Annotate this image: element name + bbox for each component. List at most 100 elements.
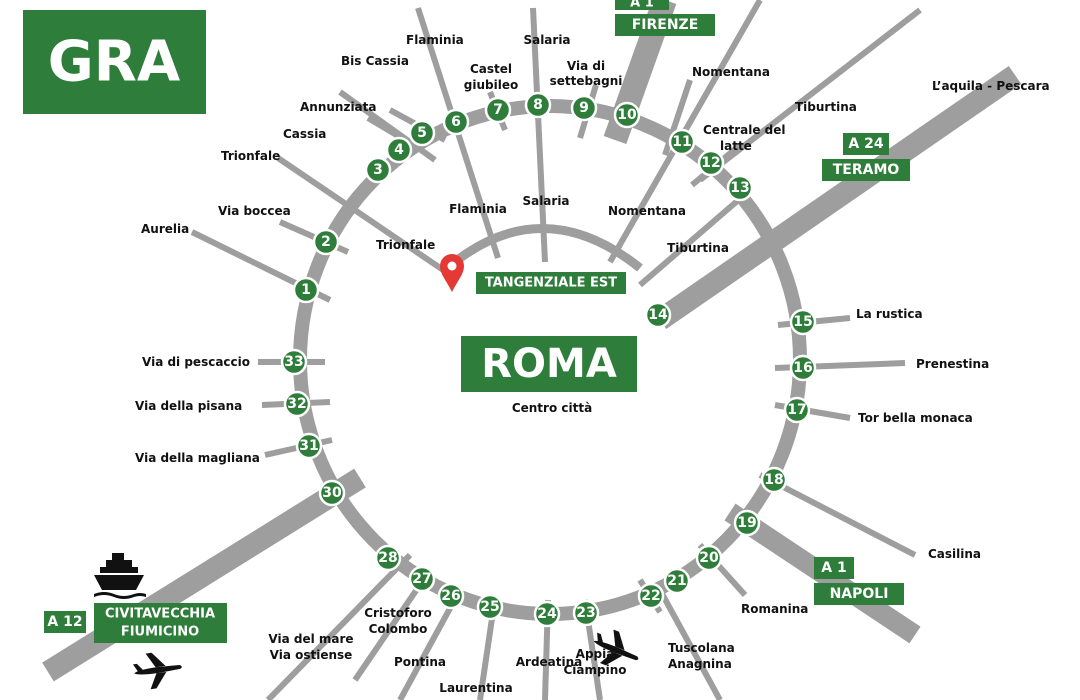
label-cassia: Cassia [283,127,326,141]
exit-num-5: 5 [417,125,427,141]
motorway-a24 [653,65,1022,330]
exit-12[interactable]: 12 [697,149,725,177]
exit-num-30: 30 [322,485,342,501]
exit-28[interactable]: 28 [374,544,402,572]
exit-30[interactable]: 30 [318,479,346,507]
exit-26[interactable]: 26 [437,582,465,610]
label-bis-cassia: Bis Cassia [341,54,409,68]
exit-24[interactable]: 24 [533,600,561,628]
label-casilina: Casilina [928,547,981,561]
spoke-trionfale [276,155,457,281]
label-ardeatina: Ardeatina [516,655,583,669]
inner-label-salaria: Salaria [522,194,569,208]
spoke-salaria [530,7,548,263]
exit-31[interactable]: 31 [295,432,323,460]
exit-num-7: 7 [493,102,503,118]
exit-21[interactable]: 21 [663,567,691,595]
label-la-rustica: La rustica [856,307,923,321]
exit-7[interactable]: 7 [484,96,512,124]
label-trionfale: Trionfale [221,149,280,163]
sign-a12-dest-line2: FIUMICINO [121,625,199,640]
exit-num-4: 4 [394,142,404,158]
label-prenestina: Prenestina [916,357,989,371]
exit-23[interactable]: 23 [572,599,600,627]
label-tor-bella-monaca: Tor bella monaca [858,411,973,425]
sign-a12-code: A 12 [47,614,82,630]
label-romanina: Romanina [741,602,808,616]
exit-16[interactable]: 16 [789,354,817,382]
sign-a24-code: A 24 [848,136,883,152]
exit-32[interactable]: 32 [283,390,311,418]
exit-15[interactable]: 15 [789,308,817,336]
sign-a1-firenze: A 1 FIRENZE [615,0,715,36]
exit-num-20: 20 [699,550,719,566]
tangenziale-box [476,272,626,294]
exit-10[interactable]: 10 [613,101,641,129]
label-magliana: Via della magliana [135,451,260,465]
exit-6[interactable]: 6 [442,108,470,136]
exit-num-2: 2 [321,234,331,250]
exit-22[interactable]: 22 [637,582,665,610]
label-salaria: Salaria [523,33,570,47]
label-pontina: Pontina [394,655,446,669]
exit-num-10: 10 [617,107,637,123]
exit-11[interactable]: 11 [668,128,696,156]
exit-20[interactable]: 20 [695,544,723,572]
roma-box [461,336,637,392]
exit-17[interactable]: 17 [783,396,811,424]
exit-3[interactable]: 3 [364,156,392,184]
spoke-tuscolana [657,588,723,700]
exit-num-3: 3 [373,162,383,178]
exit-num-23: 23 [576,605,595,621]
exit-8[interactable]: 8 [524,91,552,119]
exit-5[interactable]: 5 [408,119,436,147]
exit-27[interactable]: 27 [408,565,436,593]
exit-num-9: 9 [579,100,589,116]
label-pescaccio: Via di pescaccio [142,355,250,369]
inner-label-tiburtina: Tiburtina [667,241,729,255]
airplane-icon-ciampino [593,629,639,666]
sign-a1-napoli-dest: NAPOLI [830,586,889,602]
exit-1[interactable]: 1 [292,276,320,304]
page-title: GRA [48,30,181,95]
exit-num-14: 14 [648,307,668,323]
exit-2[interactable]: 2 [312,228,340,256]
exit-num-25: 25 [480,599,499,615]
sign-a1-firenze-code: A 1 [630,0,654,11]
spoke-via-del-mare [265,552,413,700]
exit-num-28: 28 [378,550,397,566]
exit-num-33: 33 [284,354,303,370]
spoke-casilina [758,472,917,558]
exit-num-6: 6 [451,114,461,130]
exit-14[interactable]: 14 [644,301,672,329]
sign-a12-dest-line1: CIVITAVECCHIA [105,607,215,622]
exit-num-21: 21 [667,573,686,589]
marker-label: Trionfale [376,238,435,252]
exit-25[interactable]: 25 [476,593,504,621]
exit-4[interactable]: 4 [385,136,413,164]
inner-label-nomentana: Nomentana [608,204,686,218]
sign-a24-dest: TERAMO [833,162,900,178]
exit-num-24: 24 [537,606,557,622]
exit-labels: Aurelia Via boccea Trionfale Cassia Annu… [135,33,1050,695]
exit-13[interactable]: 13 [726,174,754,202]
exit-num-17: 17 [787,402,806,418]
sign-a1-napoli: A 1 NAPOLI [814,557,904,605]
exit-19[interactable]: 19 [733,509,761,537]
exit-33[interactable]: 33 [280,348,308,376]
location-pin-icon [440,254,464,292]
exit-num-1: 1 [301,282,311,298]
exit-num-32: 32 [287,396,306,412]
ship-icon [94,553,146,599]
exit-num-19: 19 [737,515,756,531]
exit-18[interactable]: 18 [760,466,788,494]
spoke-tiburtina-inner [638,187,752,288]
exit-9[interactable]: 9 [570,94,598,122]
label-laurentina: Laurentina [439,681,512,695]
exit-num-15: 15 [793,314,812,330]
label-annunziata: Annunziata [300,100,377,114]
